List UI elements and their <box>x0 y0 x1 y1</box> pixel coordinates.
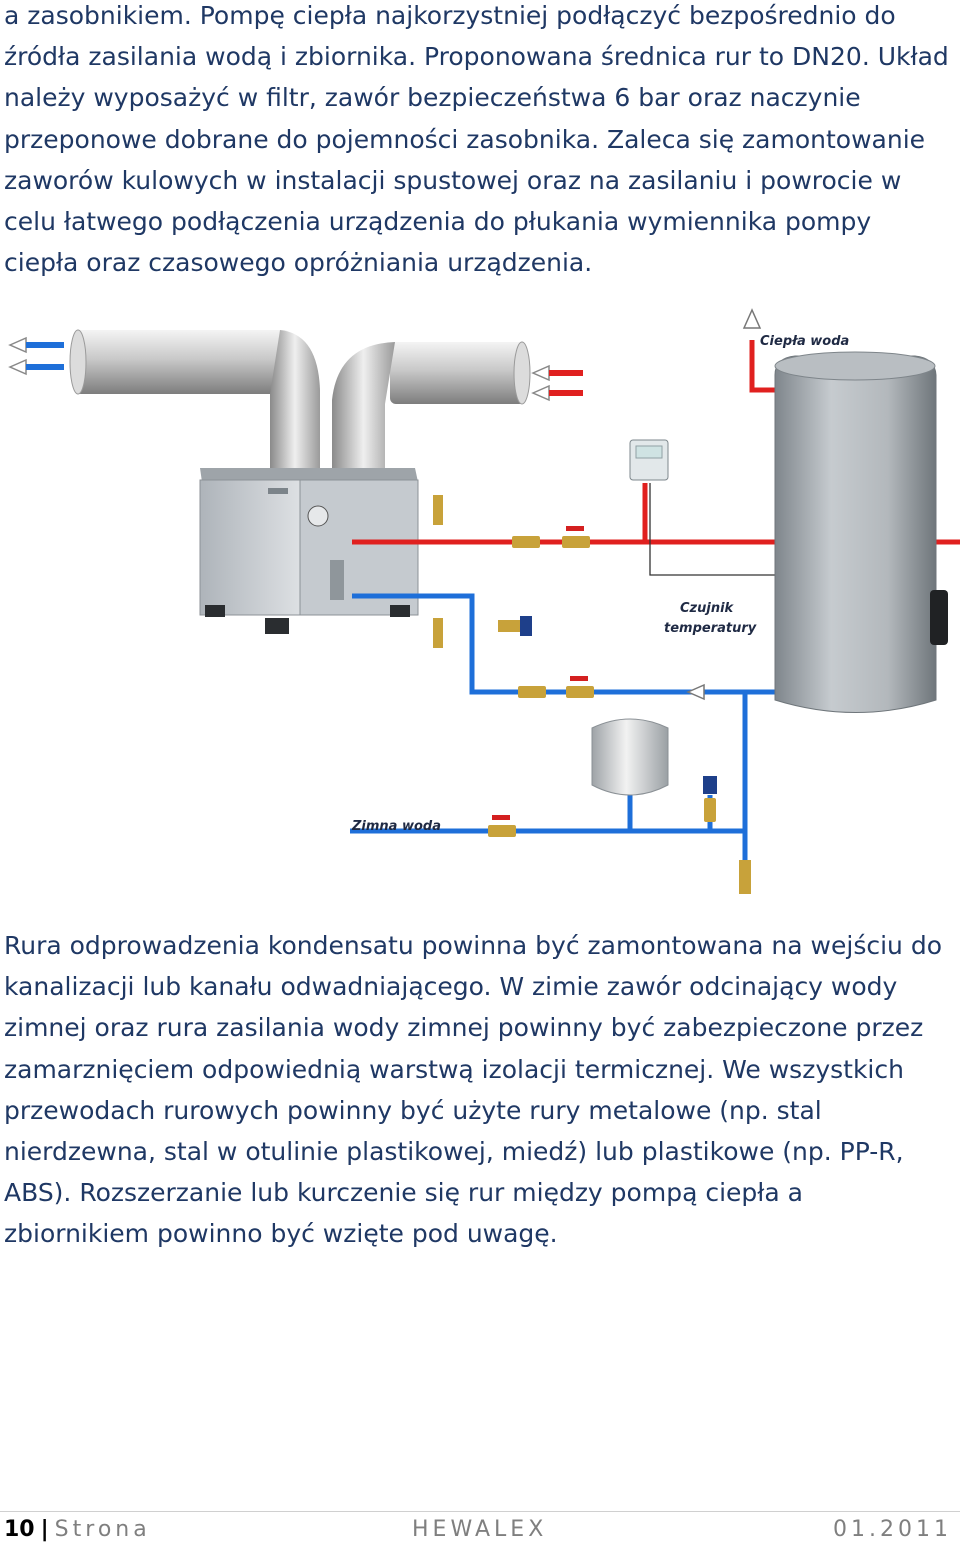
paragraph-bottom: Rura odprowadzenia kondensatu powinna by… <box>4 931 942 1249</box>
installation-diagram: Ciepła woda Czujnik temperatury Zimna wo… <box>8 308 960 894</box>
label-sensor-line1: Czujnik <box>680 601 735 616</box>
air-inlet-arrows <box>8 336 64 376</box>
return-arrow <box>686 683 705 701</box>
heat-pump-unit <box>199 468 419 634</box>
label-sensor-line2: temperatury <box>664 621 757 636</box>
page-number: 10 <box>4 1517 35 1542</box>
page-word: Strona <box>54 1517 151 1542</box>
label-hot-water: Ciepła woda <box>760 334 849 349</box>
label-cold-water: Zimna woda <box>351 819 441 834</box>
footer-company: HEWALEX <box>412 1517 548 1542</box>
ball-valve-icon <box>433 495 751 894</box>
page-footer: 10|Strona HEWALEX 01.2011 <box>0 1505 960 1542</box>
footer-page-info: 10|Strona <box>4 1517 151 1542</box>
footer-separator: | <box>40 1517 49 1542</box>
air-duct-right <box>332 341 531 470</box>
paragraph-top: a zasobnikiem. Pompę ciepła najkorzystni… <box>4 1 949 278</box>
air-outlet-arrows <box>531 364 583 402</box>
air-duct-left <box>69 329 320 470</box>
expansion-vessel <box>591 718 669 796</box>
controller-icon <box>629 439 669 481</box>
footer-divider <box>0 1511 960 1512</box>
footer-date: 01.2011 <box>833 1517 952 1542</box>
hot-water-arrow <box>742 308 762 329</box>
storage-tank <box>774 351 948 713</box>
